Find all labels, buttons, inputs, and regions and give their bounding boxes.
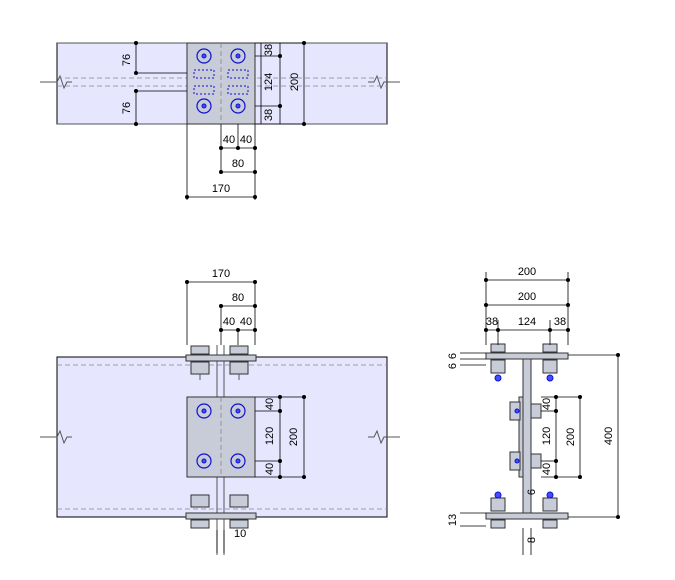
dim-sec-top-2: 200 (518, 291, 536, 303)
dim-sec-left-1: 6 (447, 353, 459, 359)
dim-sec-top-1: 200 (518, 266, 536, 278)
dim-sec-web-bottom: 8 (526, 537, 538, 543)
dim-top-left-1: 76 (121, 54, 133, 66)
dim-top-bottom-3: 80 (232, 158, 244, 170)
side-view: 170 80 40 40 40 120 40 200 10 (40, 268, 400, 555)
dim-sec-right-1: 40 (541, 398, 553, 410)
dim-top-bottom-1: 40 (223, 134, 235, 146)
dim-top-bottom-4: 170 (212, 183, 230, 195)
dim-sec-top-4: 124 (518, 316, 536, 328)
dim-side-top-1: 170 (212, 268, 230, 280)
break-line-right-elev (368, 429, 400, 445)
dim-side-right-1: 40 (264, 398, 276, 410)
bolt-group-elevation (196, 403, 246, 469)
dim-side-top-4: 40 (240, 316, 252, 328)
dim-sec-web: 6 (526, 489, 538, 495)
dim-side-right-total: 200 (288, 428, 300, 446)
break-line-right (368, 74, 400, 90)
dim-sec-top-5: 38 (554, 316, 566, 328)
dim-top-right-2: 124 (263, 73, 275, 91)
break-line-left-elev (40, 429, 72, 445)
dim-top-right-total: 200 (289, 73, 301, 91)
section-view: 200 200 38 124 38 6 6 13 6 8 40 120 4 (447, 266, 620, 555)
bottom-flange (485, 512, 569, 520)
dim-top-right-3: 38 (263, 109, 275, 121)
dim-sec-left-2: 6 (447, 363, 459, 369)
dim-sec-top-3: 38 (486, 316, 498, 328)
dim-top-right-1: 38 (263, 44, 275, 56)
dim-side-right-3: 40 (264, 463, 276, 475)
top-flange (485, 352, 569, 360)
bolt-group-plan (193, 48, 249, 114)
dim-sec-right-2: 120 (541, 427, 553, 445)
dim-top-left-2: 76 (121, 102, 133, 114)
break-line-left (40, 74, 72, 90)
dim-side-top-2: 80 (232, 292, 244, 304)
dim-sec-right-5: 400 (603, 427, 615, 445)
top-view: 76 76 38 124 38 200 40 40 80 170 (40, 41, 400, 200)
dim-side-top-3: 40 (223, 316, 235, 328)
dim-sec-right-3: 40 (541, 463, 553, 475)
dim-side-bottom: 10 (234, 528, 246, 540)
dim-sec-right-4: 200 (565, 428, 577, 446)
dim-top-bottom-2: 40 (240, 134, 252, 146)
dim-side-right-2: 120 (264, 427, 276, 445)
dim-sec-left-3: 13 (447, 514, 459, 526)
